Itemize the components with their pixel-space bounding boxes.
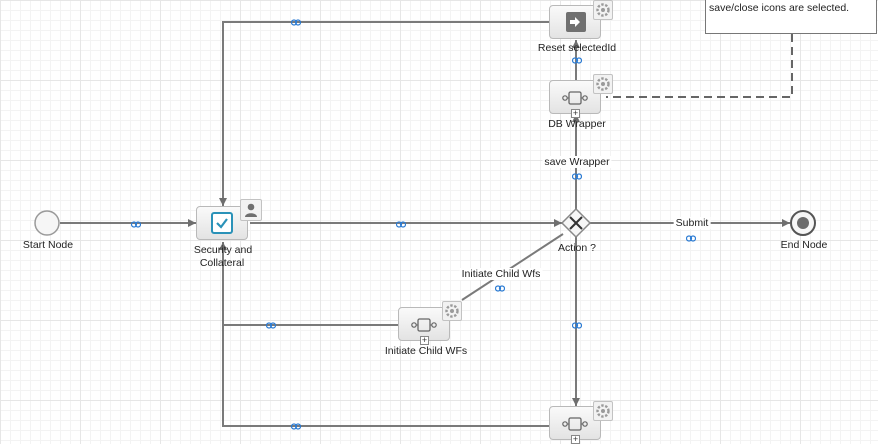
edge-bottom-task-to-security[interactable] [222, 242, 549, 427]
db-wrapper-label: DB Wrapper [548, 118, 606, 130]
link-icon[interactable] [572, 57, 582, 64]
annotation-association [606, 34, 793, 98]
gear-icon[interactable] [593, 74, 613, 94]
link-icon[interactable] [131, 221, 141, 228]
expand-icon[interactable]: + [420, 335, 429, 345]
link-icon[interactable] [572, 173, 582, 180]
security-label-line1: Security and [193, 244, 253, 256]
bottom-subprocess[interactable]: + [549, 406, 601, 444]
edge-label-submit: Submit [673, 217, 711, 229]
subprocess-icon [411, 318, 437, 332]
start-event[interactable] [34, 210, 60, 236]
expand-icon[interactable]: + [571, 108, 580, 118]
expand-icon[interactable]: + [571, 434, 580, 444]
user-icon[interactable] [240, 199, 262, 221]
arrowhead [188, 219, 196, 227]
arrowhead [572, 398, 580, 406]
subprocess-icon [562, 91, 588, 105]
exclusive-gateway[interactable] [560, 207, 592, 239]
link-icon[interactable] [396, 221, 406, 228]
subprocess-icon [562, 417, 588, 431]
initiate-child-wfs-subprocess[interactable]: + [398, 307, 450, 345]
reset-selectedid-task[interactable] [549, 5, 601, 39]
annotation-text: save/close icons are selected. [709, 2, 850, 14]
edge-reset-to-security[interactable] [222, 21, 549, 206]
link-icon[interactable] [291, 19, 301, 26]
arrowhead [219, 242, 227, 250]
security-collateral-task[interactable] [196, 206, 248, 240]
edge-label-save-wrapper: save Wrapper [542, 156, 612, 168]
gear-icon[interactable] [593, 0, 613, 20]
arrowhead [554, 219, 562, 227]
text-annotation[interactable]: save/close icons are selected. [705, 0, 877, 34]
checkbox-icon [211, 212, 233, 234]
start-node-label: Start Node [22, 239, 74, 251]
reset-selectedid-label: Reset selectedId [537, 42, 617, 54]
link-icon[interactable] [266, 322, 276, 329]
db-wrapper-subprocess[interactable]: + [549, 80, 601, 118]
edge-label-initiate-child-wfs: Initiate Child Wfs [459, 268, 543, 280]
link-icon[interactable] [572, 322, 582, 329]
arrowhead [782, 219, 790, 227]
edge-gateway-to-initiate-child-wfs[interactable] [461, 233, 564, 301]
gear-icon[interactable] [593, 401, 613, 421]
initiate-child-wfs-label: Initiate Child WFs [384, 345, 468, 357]
link-icon[interactable] [495, 285, 505, 292]
gear-icon[interactable] [442, 301, 462, 321]
security-label-line2: Collateral [199, 257, 245, 269]
arrowhead [219, 198, 227, 206]
end-node-label: End Node [780, 239, 828, 251]
end-event[interactable] [790, 210, 816, 236]
link-icon[interactable] [291, 423, 301, 430]
assign-icon [566, 12, 586, 32]
arrowhead [572, 114, 580, 122]
link-icon[interactable] [686, 235, 696, 242]
gateway-label: Action ? [558, 242, 596, 254]
arrowhead [572, 40, 580, 48]
